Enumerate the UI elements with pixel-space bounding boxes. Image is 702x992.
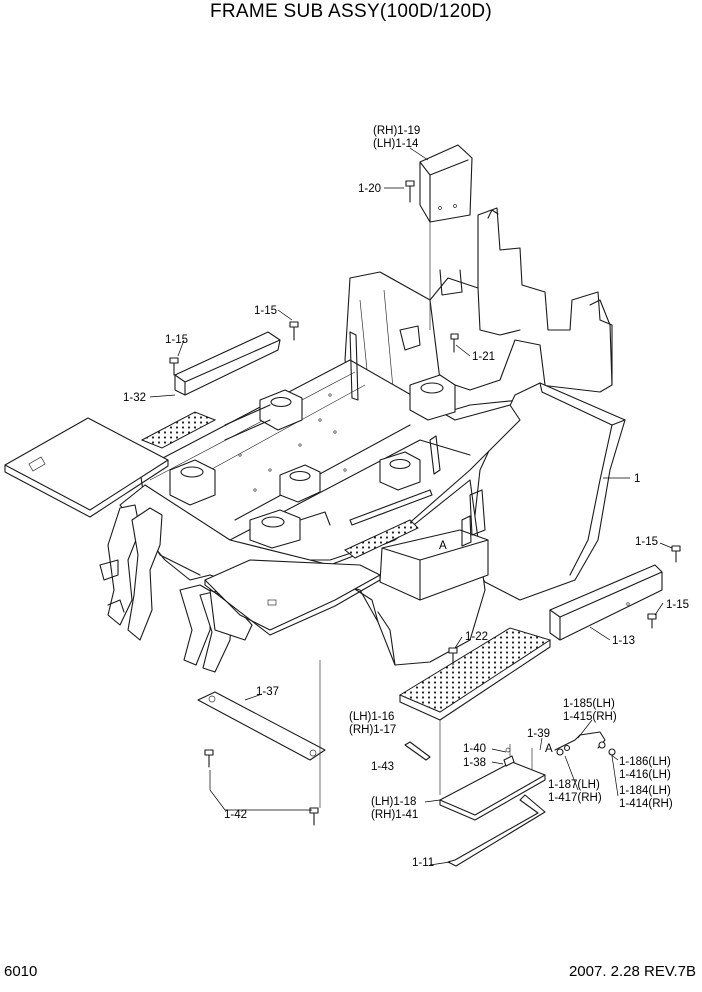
callout-1-38: 1-38 (463, 757, 486, 769)
bolt-1-15-right-b (647, 613, 657, 629)
callout-1-15: 1-15 (666, 599, 689, 611)
rod-1-11 (447, 794, 546, 867)
callout-1-37: 1-37 (256, 686, 279, 698)
callout-1-39: 1-39 (527, 728, 550, 740)
callout-1-414: 1-414(RH) (619, 798, 673, 810)
fender-1-13 (549, 545, 681, 641)
callout-1-15: 1-15 (165, 334, 188, 346)
cover-plate-1-18 (439, 761, 546, 821)
page-title: FRAME SUB ASSY(100D/120D) (209, 1, 493, 22)
callout-1-19: (RH)1-19 (373, 125, 420, 137)
callout-1-16: (LH)1-16 (349, 711, 394, 723)
callout-1-186: 1-186(LH) (619, 756, 671, 768)
bolt-1-15-left (169, 357, 179, 376)
callout-1-15: 1-15 (635, 536, 658, 548)
callout-1-11: 1-11 (412, 857, 434, 869)
callout-1-417: 1-417(RH) (548, 792, 602, 804)
callout-1-17: (RH)1-17 (349, 724, 396, 736)
callout-1-415: 1-415(RH) (563, 711, 617, 723)
bolt-1-15-top (289, 321, 299, 341)
callout-1-32: 1-32 (123, 392, 146, 404)
bolt-1-42-b (309, 807, 319, 826)
callout-1-416: 1-416(LH) (619, 769, 671, 781)
callout-1-184: 1-184(LH) (619, 785, 671, 797)
callout-view-a: A (439, 540, 447, 552)
revision-date: 2007. 2.28 REV.7B (568, 963, 696, 980)
callout-1-185: 1-185(LH) (563, 698, 615, 710)
small-parts-1-38-1-40 (503, 744, 533, 770)
callout-labels: (RH)1-19 (LH)1-14 1-20 1-15 1-15 1-32 1-… (123, 125, 689, 869)
callout-1-22: 1-22 (465, 631, 488, 643)
bolt-1-22 (448, 647, 458, 666)
pin-1-43 (404, 741, 431, 761)
callout-1: 1 (634, 473, 640, 485)
callout-1-43: 1-43 (371, 761, 394, 773)
latch-assembly (554, 731, 616, 756)
fender-1-32 (174, 331, 281, 396)
bolt-1-20 (405, 180, 415, 203)
callout-view-a: A (545, 743, 553, 755)
callout-1-20: 1-20 (358, 183, 381, 195)
main-frame-1 (4, 207, 626, 673)
bolt-1-15-right-a (671, 545, 681, 563)
bolt-1-21 (450, 333, 459, 353)
callout-1-41: (RH)1-41 (371, 809, 418, 821)
bolt-1-42-a (204, 749, 214, 768)
callout-1-187: 1-187(LH) (548, 779, 600, 791)
callout-1-42: 1-42 (224, 809, 247, 821)
callout-1-18: (LH)1-18 (371, 796, 416, 808)
callout-1-21: 1-21 (472, 351, 495, 363)
step-plate-1-16 (398, 627, 552, 795)
callout-1-15: 1-15 (254, 305, 277, 317)
page-number: 6010 (4, 963, 38, 980)
callout-1-40: 1-40 (463, 743, 486, 755)
callout-1-13: 1-13 (612, 635, 635, 647)
top-cover-1-14 (419, 144, 473, 330)
leader-lines (149, 147, 673, 866)
bracket-1-37 (197, 660, 326, 826)
callout-1-14: (LH)1-14 (373, 138, 419, 150)
